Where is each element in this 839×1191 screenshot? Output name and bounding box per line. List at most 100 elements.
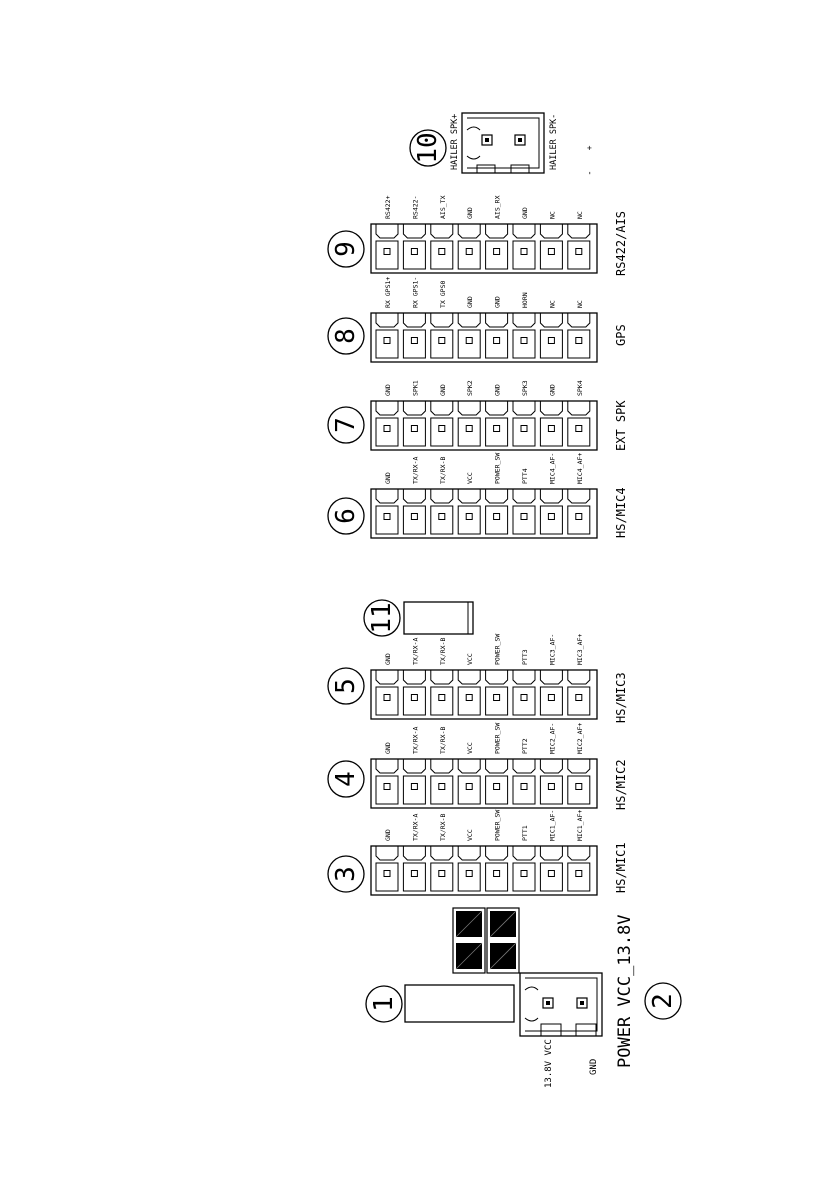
connector-10-pin-2 bbox=[514, 134, 526, 146]
connector-3-pin-label-2: TX/RX-A bbox=[411, 814, 419, 841]
connector-8-pin-label-8: NC bbox=[576, 300, 584, 308]
connector-7-pin-2 bbox=[402, 401, 426, 447]
connector-3-housing bbox=[370, 845, 598, 896]
connector-8-pin-6 bbox=[512, 313, 536, 359]
connector-8-title: GPS bbox=[614, 324, 628, 346]
connector-6-title: HS/MIC4 bbox=[614, 487, 628, 538]
connector-11-body bbox=[403, 601, 474, 635]
connector-2-pin-1 bbox=[542, 997, 554, 1009]
connector-3-pin-2 bbox=[402, 846, 426, 892]
connector-10-latch-2 bbox=[510, 164, 530, 174]
connector-4-pin-4 bbox=[457, 759, 481, 805]
connector-6-pin-label-1: GND bbox=[384, 472, 392, 484]
connector-8-pin-8 bbox=[567, 313, 591, 359]
connector-5-title: HS/MIC3 bbox=[614, 672, 628, 723]
connector-9-pin-7 bbox=[539, 224, 563, 270]
connector-8-pin-4 bbox=[457, 313, 481, 359]
connector-5-pin-label-2: TX/RX-A bbox=[411, 638, 419, 665]
connector-5-pin-label-8: MIC3_AF+ bbox=[576, 634, 584, 665]
connector-3-pin-7 bbox=[539, 846, 563, 892]
connector-2-number-circle bbox=[644, 982, 682, 1020]
connector-9-title: RS422/AIS bbox=[614, 211, 628, 276]
connector-8-pin-5 bbox=[485, 313, 509, 359]
connector-7-pin-label-3: GND bbox=[439, 384, 447, 396]
switch-blocks bbox=[452, 907, 520, 974]
connector-9-pin-5 bbox=[485, 224, 509, 270]
connector-4-pin-1 bbox=[375, 759, 399, 805]
connector-2-number: 2 bbox=[648, 993, 678, 1009]
connector-8-number-circle bbox=[327, 317, 365, 355]
connector-2-title: POWER VCC_13.8V bbox=[615, 914, 635, 1068]
connector-6-pin-8 bbox=[567, 489, 591, 535]
connector-5-pin-4 bbox=[457, 670, 481, 716]
connector-9-pin-label-7: NC bbox=[548, 211, 556, 219]
connector-7-pin-1 bbox=[375, 401, 399, 447]
connector-10-pin-label-1: HAILER SPK+ bbox=[450, 114, 460, 170]
connector-8-pin-label-3: TX GPS0 bbox=[439, 281, 447, 308]
connector-8-pin-3 bbox=[430, 313, 454, 359]
connector-3-pin-label-6: PTT1 bbox=[521, 825, 529, 841]
connector-11-number-circle bbox=[363, 599, 401, 637]
connector-7-pin-7 bbox=[539, 401, 563, 447]
connector-10-sign-plus: + bbox=[585, 145, 594, 150]
connector-4-pin-6 bbox=[512, 759, 536, 805]
connector-5-number-circle bbox=[327, 667, 365, 705]
connector-10-pin-label-2: HAILER SPK- bbox=[549, 114, 559, 170]
connector-3-pin-1 bbox=[375, 846, 399, 892]
connector-4-pin-label-7: MIC2_AF- bbox=[548, 723, 556, 754]
connector-4-pin-3 bbox=[430, 759, 454, 805]
connector-9-number: 9 bbox=[331, 241, 361, 257]
connector-10-inner-outline bbox=[467, 117, 540, 169]
connector-5-pin-label-1: GND bbox=[384, 653, 392, 665]
connector-11: 11 bbox=[363, 599, 474, 637]
connector-4-pin-label-6: PTT2 bbox=[521, 738, 529, 754]
connector-2-pin-2 bbox=[576, 997, 588, 1009]
connector-4-pin-label-8: MIC2_AF+ bbox=[576, 723, 584, 754]
connector-6-pin-label-4: VCC bbox=[466, 472, 474, 484]
connector-8-pin-label-2: RX GPS1- bbox=[411, 277, 419, 308]
switch-block-left bbox=[452, 907, 486, 974]
connector-4-title: HS/MIC2 bbox=[614, 759, 628, 810]
connector-5-pin-1 bbox=[375, 670, 399, 716]
connector-7-pin-4 bbox=[457, 401, 481, 447]
connector-9-pin-label-1: RS422+ bbox=[384, 195, 392, 219]
connector-9-pin-label-6: GND bbox=[521, 207, 529, 219]
connector-10-sign-minus: - bbox=[585, 170, 595, 175]
connector-4-housing bbox=[370, 758, 598, 809]
connector-5-pin-2 bbox=[402, 670, 426, 716]
connector-6-pin-label-5: POWER_SW bbox=[494, 453, 502, 484]
connector-6-pin-label-8: MIC4_AF+ bbox=[576, 453, 584, 484]
connector-3-pin-label-1: GND bbox=[384, 829, 392, 841]
connector-5-pin-label-6: PTT3 bbox=[521, 649, 529, 665]
connector-7-pin-8 bbox=[567, 401, 591, 447]
connector-7-pin-label-7: GND bbox=[548, 384, 556, 396]
connector-9-pin-8 bbox=[567, 224, 591, 270]
connector-3-pin-4 bbox=[457, 846, 481, 892]
connector-4-pin-label-3: TX/RX-B bbox=[439, 727, 447, 754]
connector-6-pin-7 bbox=[539, 489, 563, 535]
connector-6-housing bbox=[370, 488, 598, 539]
connector-7-pin-label-1: GND bbox=[384, 384, 392, 396]
connector-3-pin-label-3: TX/RX-B bbox=[439, 814, 447, 841]
connector-6-pin-label-6: PTT4 bbox=[521, 468, 529, 484]
connector-8-pin-label-5: GND bbox=[494, 296, 502, 308]
connector-9-pin-2 bbox=[402, 224, 426, 270]
connector-7-title: EXT SPK bbox=[614, 400, 628, 451]
connector-8-number: 8 bbox=[331, 328, 361, 344]
connector-3-pin-5 bbox=[485, 846, 509, 892]
connector-5-pin-label-5: POWER_SW bbox=[494, 634, 502, 665]
connector-5-pin-8 bbox=[567, 670, 591, 716]
connector-5-pin-label-4: VCC bbox=[466, 653, 474, 665]
connector-2: 13.8V VCC GND POWER VCC_13.8V 2 bbox=[519, 914, 682, 1088]
connector-1-number: 1 bbox=[369, 996, 399, 1012]
connector-4-pin-5 bbox=[485, 759, 509, 805]
connector-4-pin-label-1: GND bbox=[384, 742, 392, 754]
connector-1-number-circle bbox=[365, 985, 403, 1023]
connector-1: 1 bbox=[365, 984, 515, 1023]
connector-6-pin-label-3: TX/RX-B bbox=[439, 457, 447, 484]
